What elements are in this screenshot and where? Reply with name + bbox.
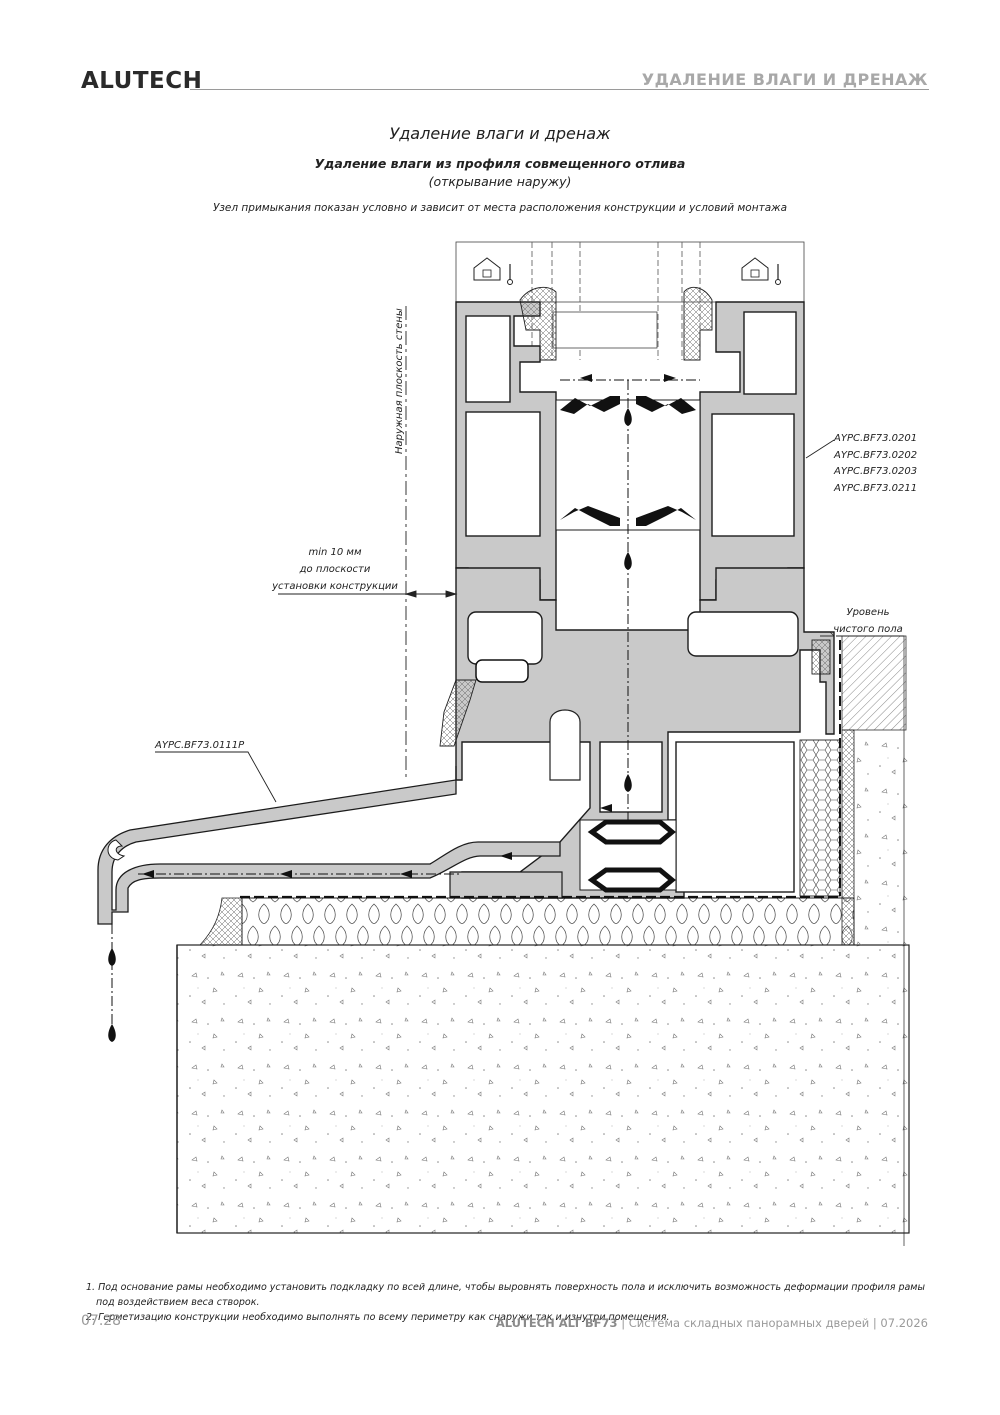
footer-product-name: ALUTECH ALT BF73 [495,1316,618,1330]
floor-leader [829,631,905,1246]
floor-finish [841,635,909,945]
water-drops [108,374,676,1042]
note-1: 1. Под основание рамы необходимо установ… [86,1282,925,1293]
drainage-path [111,379,700,1040]
drain-tube [549,709,581,781]
frame-insulation [799,739,841,897]
frame-profile [455,567,835,899]
page-subtitle-note: (открывание наружу) [428,174,572,189]
note-1-cont: под воздействием веса створок. [96,1297,260,1308]
sill-leader [155,751,277,803]
notes: 1. Под основание рамы необходимо установ… [86,1280,926,1325]
sill-bottom-channel [449,871,563,899]
threshold-seal [811,639,831,675]
profile-code-4: AYPC.BF73.0211 [833,483,917,494]
glazing-seal-left [519,286,557,361]
profile-code-3: AYPC.BF73.0203 [833,466,917,477]
insulation-layer [241,729,855,946]
footer-description: | Система складных панорамных дверей | 0… [621,1316,928,1330]
min-gap-label-3: установки конструкции [271,581,398,592]
frame-gasket [475,659,529,683]
outer-seal [439,679,477,747]
min-gap-label-1: min 10 мм [308,547,361,558]
page-subtitle: Удаление влаги из профиля совмещенного о… [314,156,686,171]
sill-profile-code: AYPC.BF73.0111P [154,740,245,751]
profile-code-1: AYPC.BF73.0201 [833,433,917,444]
sash-profile-left [455,301,557,601]
section-title: УДАЛЕНИЕ ВЛАГИ И ДРЕНАЖ [641,70,928,89]
sill-profile [97,766,561,925]
footer-product: ALUTECH ALT BF73 | Система складных пано… [496,1316,928,1330]
brand-logo: ALUTECH [81,68,203,94]
wall-plane-label: Наружная плоскость стены [394,308,405,454]
floor-level-label-1: Уровень [846,607,889,618]
house-thermo-icon-left [473,257,513,285]
min-gap-dimension [278,590,458,598]
page-caption: Узел примыкания показан условно и зависи… [212,202,788,214]
page-number: 07.28 [81,1313,122,1329]
note-2: 2. Герметизацию конструкции необходимо в… [86,1312,670,1323]
sill-hook [107,839,126,861]
sealant-foam [199,897,243,946]
sash-profile-right [699,301,805,601]
concrete-slab [176,944,910,1234]
min-gap-label-2: до плоскости [299,564,371,575]
profile-leader [805,439,835,459]
profile-code-2: AYPC.BF73.0202 [833,450,917,461]
page-title: Удаление влаги и дренаж [389,124,611,143]
floor-level-label-2: чистого пола [833,624,903,635]
glazing-seal-right [683,286,713,361]
header-rule [190,89,929,90]
house-thermo-icon-right [741,257,781,285]
thermal-break-lower [579,819,677,893]
